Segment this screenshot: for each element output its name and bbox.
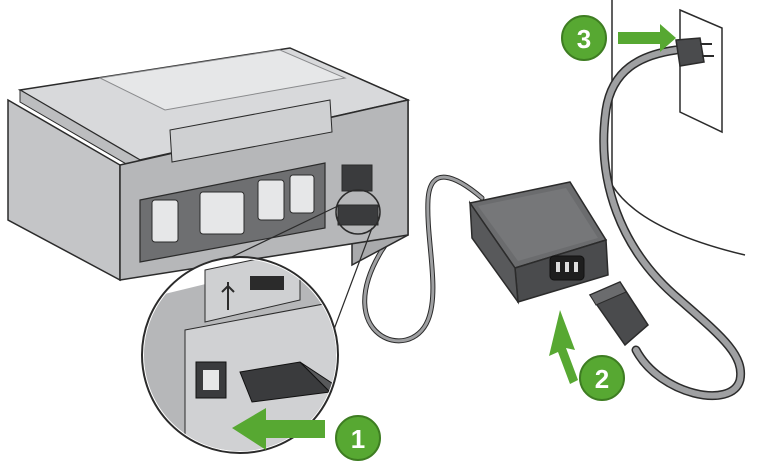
usb-symbol-icon — [221, 282, 235, 310]
power-adapter — [468, 181, 609, 305]
wall-plug — [675, 37, 714, 67]
printer-ports — [337, 164, 379, 226]
rear-door-latches — [151, 174, 315, 243]
step-badge-1: 1 — [335, 415, 381, 461]
power-cord — [362, 45, 746, 400]
step-number-2: 2 — [595, 364, 609, 394]
wall-outlet — [679, 8, 723, 134]
step-badge-3: 3 — [561, 15, 607, 61]
arrow-step-3 — [618, 24, 676, 52]
step-number-3: 3 — [577, 24, 591, 54]
mains-plug — [588, 281, 649, 347]
zoom-callout — [141, 204, 373, 454]
arrow-step-1 — [232, 408, 325, 450]
step-number-1: 1 — [351, 424, 365, 454]
usb-port — [195, 361, 227, 399]
zoom-target-ring — [335, 189, 381, 235]
power-inlet — [549, 255, 585, 281]
power-port-label — [250, 276, 284, 290]
wall — [611, 0, 746, 256]
printer — [7, 47, 411, 282]
step-badge-2: 2 — [579, 355, 625, 401]
arrow-step-2 — [549, 310, 578, 384]
